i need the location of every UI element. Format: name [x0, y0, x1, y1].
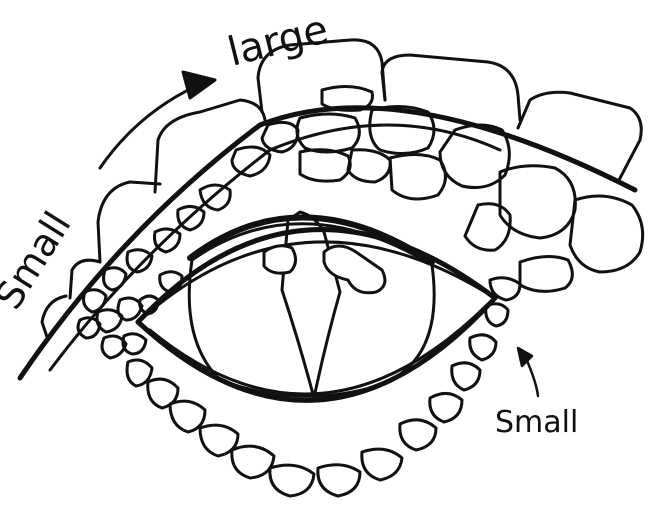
- label-large: large: [223, 7, 332, 76]
- label-small-right: Small: [495, 405, 578, 440]
- slit-pupil: [282, 212, 340, 398]
- label-small-left: Small: [0, 204, 80, 317]
- small-arrow: [518, 348, 538, 396]
- large-brow-scales: [42, 40, 641, 340]
- lower-lid-scales: [127, 278, 520, 496]
